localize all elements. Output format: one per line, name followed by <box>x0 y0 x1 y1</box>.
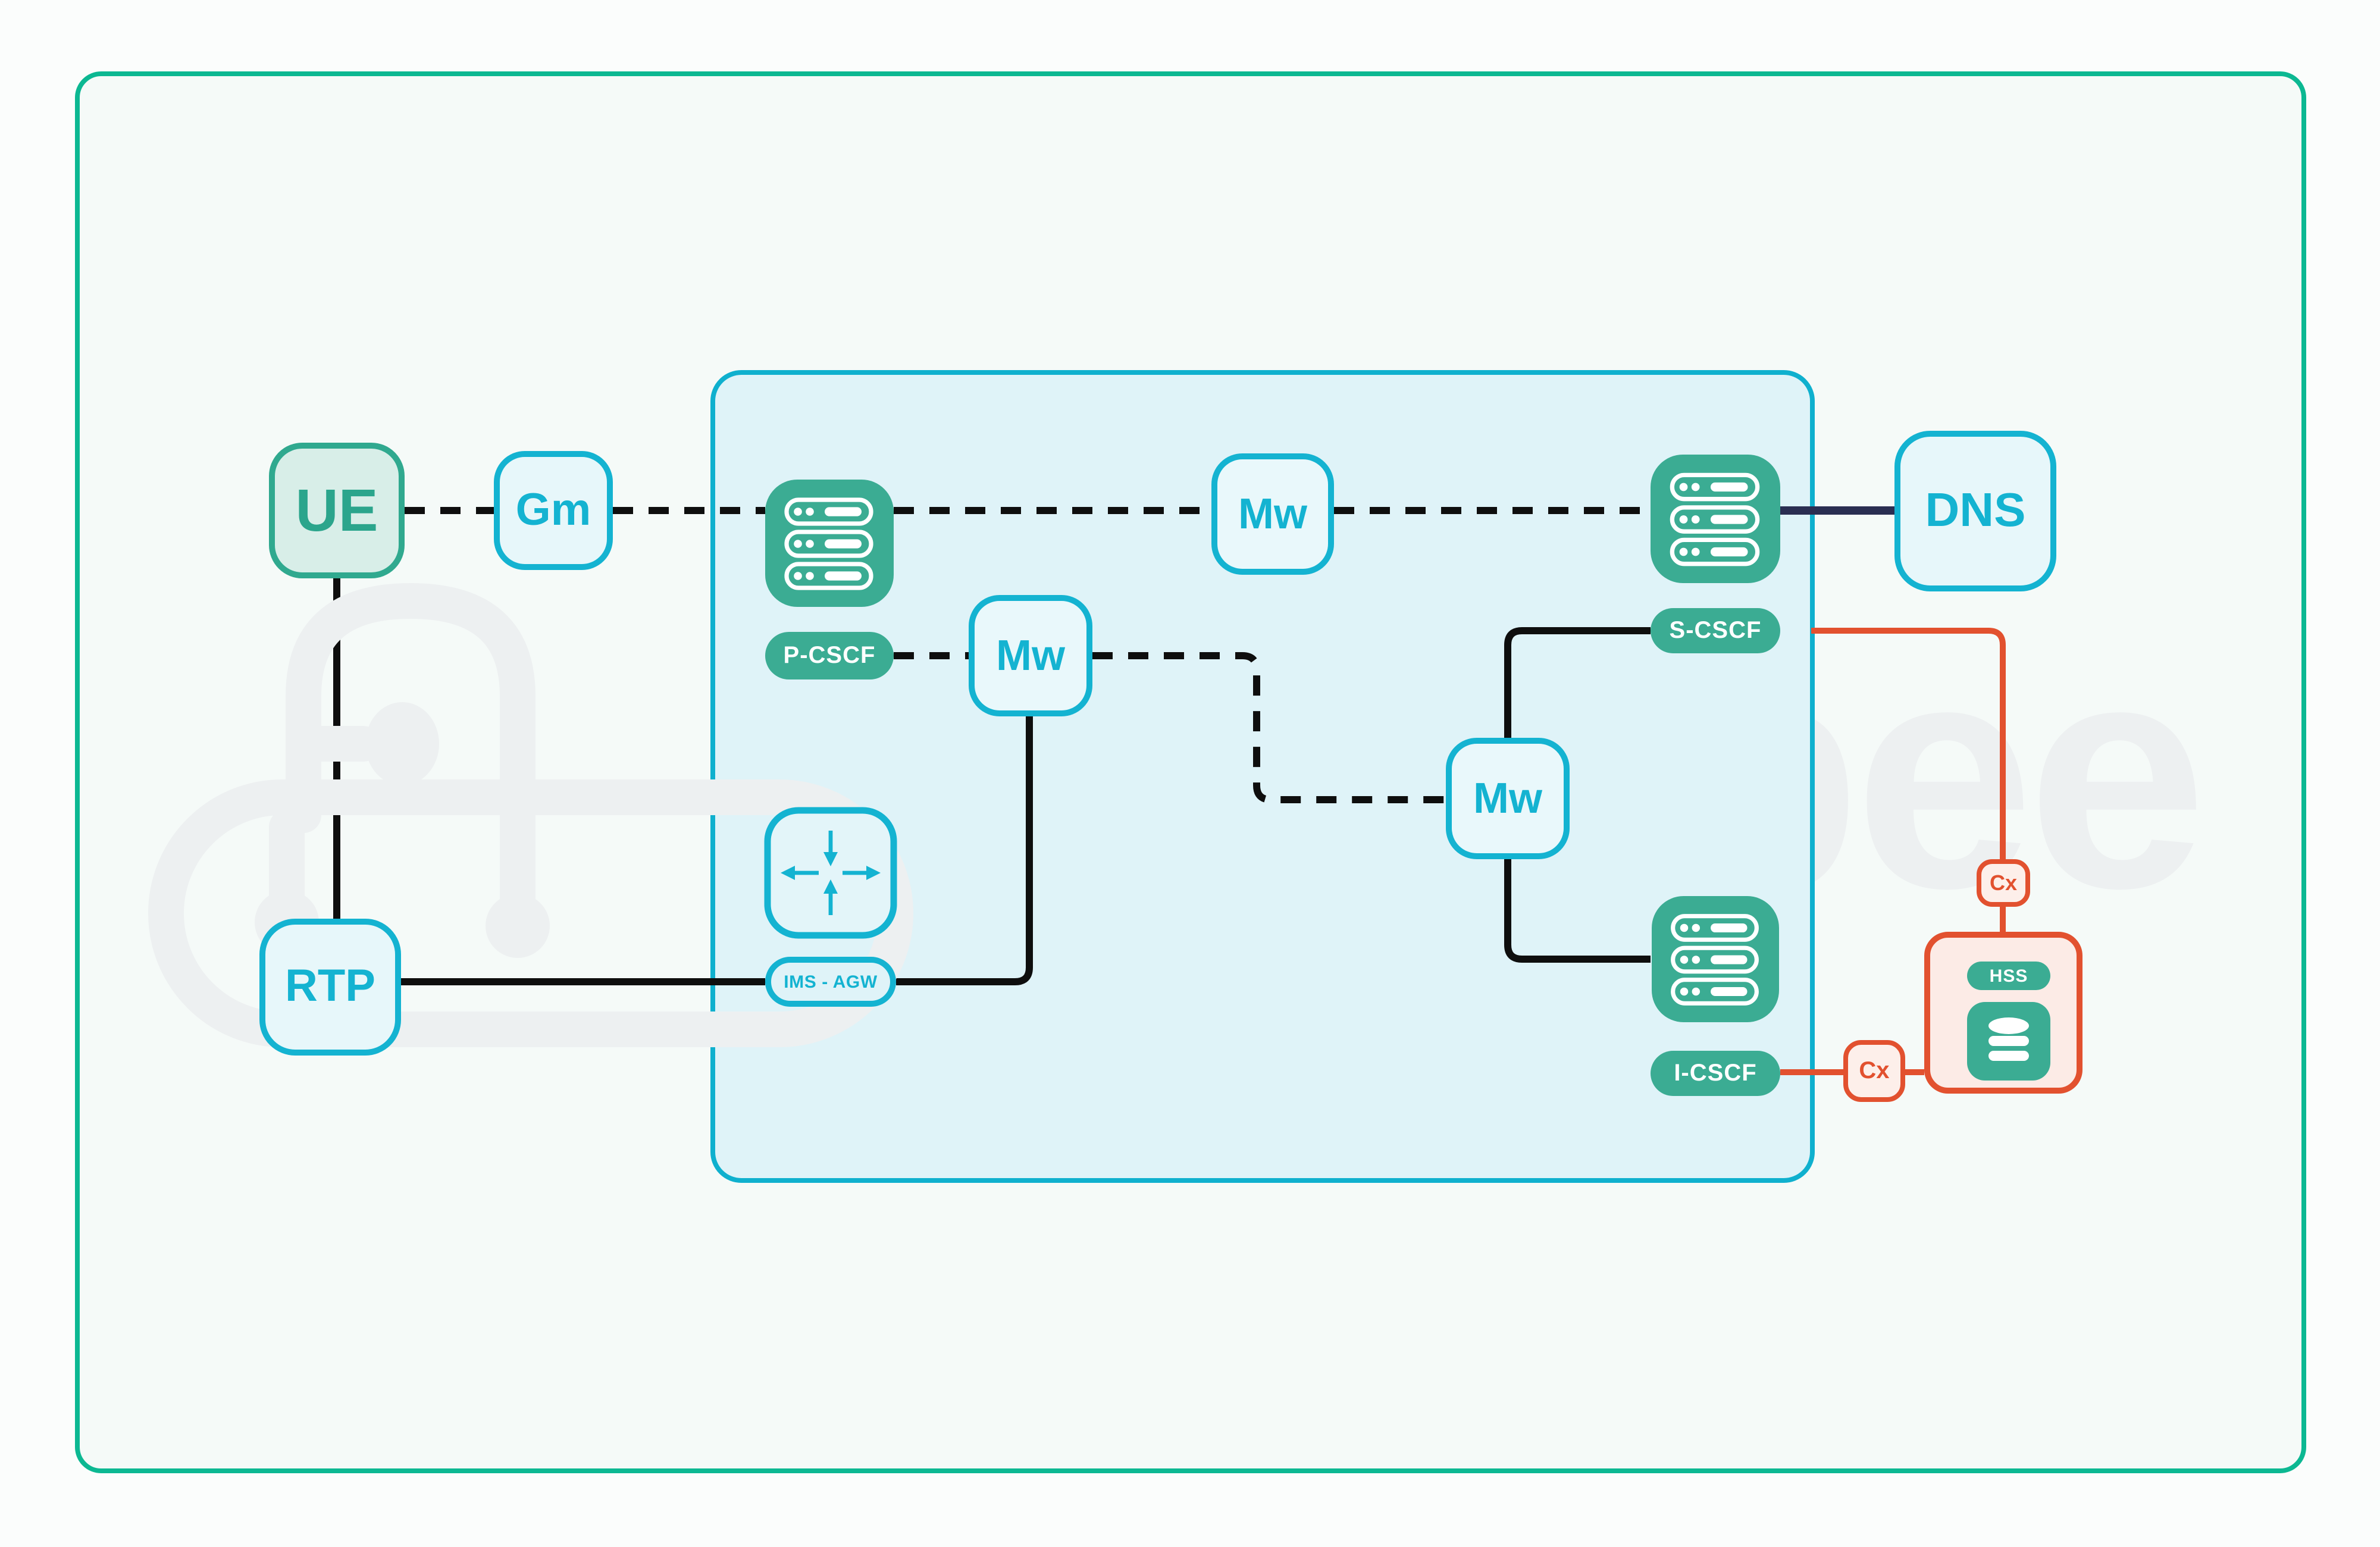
p-cscf-server-icon <box>765 480 894 607</box>
s-cscf-text: S-CSCF <box>1669 617 1762 643</box>
node-gm: Gm <box>494 451 613 570</box>
node-rtp-label: RTP <box>285 962 375 1012</box>
mw-top-label: Mw <box>1238 489 1307 538</box>
mw-lower-label: Mw <box>1473 774 1542 822</box>
node-ue-label: UE <box>295 477 378 544</box>
ims-agw-text: IMS - AGW <box>784 972 878 992</box>
node-s-cscf-label: S-CSCF <box>1651 608 1780 653</box>
ims-agw-traffic-arrows-icon <box>764 807 897 939</box>
mw-middle-label: Mw <box>996 631 1065 679</box>
s-cscf-server-icon <box>1651 455 1780 583</box>
hss-text: HSS <box>1989 966 2028 986</box>
node-rtp: RTP <box>259 919 401 1056</box>
node-mw-top: Mw <box>1211 453 1334 575</box>
database-icon <box>1967 1002 2050 1081</box>
node-mw-middle: Mw <box>969 595 1092 716</box>
node-mw-lower: Mw <box>1446 738 1570 859</box>
node-dns-label: DNS <box>1925 484 2026 537</box>
node-cx-lower: Cx <box>1843 1040 1905 1102</box>
node-i-cscf-label: I-CSCF <box>1651 1051 1780 1096</box>
node-ims-agw-label: IMS - AGW <box>765 957 896 1007</box>
node-gm-label: Gm <box>515 485 591 535</box>
p-cscf-text: P-CSCF <box>783 642 876 668</box>
cx-lower-text: Cx <box>1859 1057 1890 1083</box>
hss-label-pill: HSS <box>1967 962 2050 990</box>
i-cscf-server-icon <box>1651 896 1780 1022</box>
cx-upper-text: Cx <box>1989 870 2017 894</box>
node-dns: DNS <box>1894 431 2056 591</box>
node-hss: HSS <box>1924 932 2082 1094</box>
i-cscf-text: I-CSCF <box>1674 1060 1757 1086</box>
node-cx-upper: Cx <box>1977 859 2030 907</box>
node-ue: UE <box>269 443 405 578</box>
node-p-cscf-label: P-CSCF <box>765 632 894 679</box>
